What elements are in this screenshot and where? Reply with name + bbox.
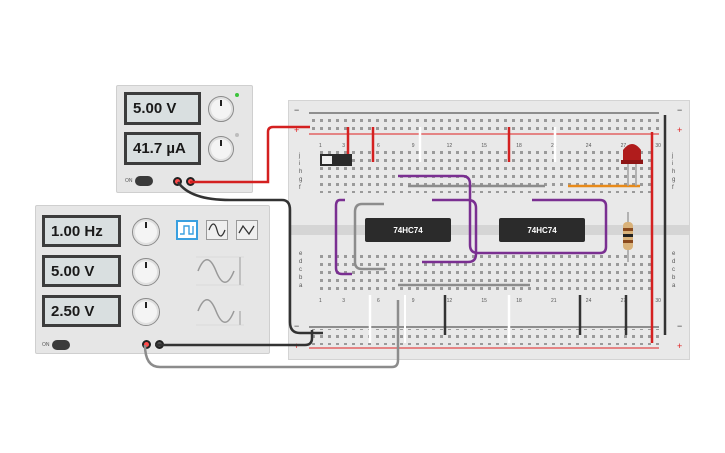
rail-plus-bottom-right: + — [677, 341, 683, 351]
fg-power-switch[interactable]: ON — [42, 340, 72, 350]
column-number: 6 — [377, 298, 380, 304]
function-generator: 1.00 Hz 5.00 V 2.50 V ON — [35, 205, 270, 354]
column-number: 24 — [585, 143, 592, 149]
dc-on-label: ON — [125, 178, 133, 184]
rail-minus-top-right: − — [677, 105, 683, 115]
square-wave-icon — [180, 225, 194, 235]
column-number: 3 — [342, 298, 345, 304]
column-number: 18 — [516, 143, 522, 149]
row-label-b: b — [299, 275, 303, 281]
column-number: 21 — [551, 298, 557, 304]
breadboard-holes — [289, 112, 689, 349]
dc-power-supply: 5.00 V 41.7 µA ON — [116, 85, 253, 193]
column-number: 9 — [411, 298, 415, 304]
sine-wave-icon — [208, 223, 226, 237]
column-number: 15 — [481, 143, 487, 149]
column-number: 30 — [655, 298, 661, 304]
offset-knob[interactable] — [132, 298, 160, 326]
column-number: 27 — [620, 298, 627, 304]
row-label-f: f — [299, 185, 301, 191]
amplitude-diagram-icon — [196, 256, 244, 286]
row-label-a: a — [672, 283, 676, 289]
rail-plus-top-right: + — [677, 125, 683, 135]
fg-positive-terminal[interactable] — [142, 340, 151, 349]
rail-plus-bottom-left: + — [294, 341, 300, 351]
row-label-b: b — [672, 275, 676, 281]
fg-switch-toggle[interactable] — [52, 340, 70, 350]
offset-diagram-icon — [196, 299, 244, 326]
row-label-h: h — [672, 169, 676, 175]
row-label-g: g — [299, 177, 303, 183]
column-number: 18 — [516, 298, 522, 304]
column-number: 3 — [342, 143, 345, 149]
rail-minus-bottom-right: − — [677, 321, 683, 331]
rail-plus-top-left: + — [294, 125, 300, 135]
triangle-wave-icon — [238, 224, 255, 236]
dc-switch-toggle[interactable] — [135, 176, 153, 186]
column-number: 1 — [319, 143, 322, 149]
dc-negative-terminal[interactable] — [173, 177, 182, 186]
row-label-j: j — [299, 153, 301, 159]
sine-wave-button[interactable] — [206, 220, 228, 240]
column-number: 6 — [377, 143, 380, 149]
row-label-i: i — [672, 161, 674, 167]
voltage-display: 5.00 V — [124, 92, 201, 125]
column-number: 1 — [319, 298, 322, 304]
current-display: 41.7 µA — [124, 132, 201, 165]
column-number: 12 — [446, 143, 453, 149]
row-label-e: e — [299, 251, 303, 257]
cc-indicator-icon — [235, 133, 239, 137]
row-label-h: h — [299, 169, 303, 175]
dc-power-switch[interactable]: ON — [125, 176, 155, 186]
frequency-knob[interactable] — [132, 218, 160, 246]
fg-negative-terminal[interactable] — [155, 340, 164, 349]
voltage-knob[interactable] — [208, 96, 234, 122]
chip-74hc74-left[interactable]: 74HC74 — [365, 218, 451, 242]
amplitude-knob[interactable] — [132, 258, 160, 286]
rail-minus-top-left: − — [294, 105, 300, 115]
column-number: 12 — [446, 298, 453, 304]
rail-minus-bottom-left: − — [294, 321, 300, 331]
column-number: 21 — [551, 143, 557, 149]
row-label-j: j — [672, 153, 674, 159]
square-wave-button[interactable] — [176, 220, 198, 240]
column-number: 27 — [620, 143, 627, 149]
triangle-wave-button[interactable] — [236, 220, 258, 240]
row-label-c: c — [672, 267, 675, 273]
cv-indicator-icon — [235, 93, 239, 97]
current-knob[interactable] — [208, 136, 234, 162]
amplitude-display: 5.00 V — [42, 255, 121, 287]
row-label-d: d — [299, 259, 303, 265]
column-number: 9 — [411, 143, 415, 149]
column-number: 30 — [655, 143, 661, 149]
row-label-e: e — [672, 251, 676, 257]
row-label-i: i — [299, 161, 301, 167]
offset-display: 2.50 V — [42, 295, 121, 327]
row-label-d: d — [672, 259, 676, 265]
fg-on-label: ON — [42, 342, 50, 348]
row-label-a: a — [299, 283, 303, 289]
column-number: 24 — [585, 298, 592, 304]
frequency-display: 1.00 Hz — [42, 215, 121, 247]
row-label-f: f — [672, 185, 674, 191]
row-label-g: g — [672, 177, 676, 183]
column-number: 15 — [481, 298, 487, 304]
row-label-c: c — [299, 267, 302, 273]
chip-74hc74-right[interactable]: 74HC74 — [499, 218, 585, 242]
dc-positive-terminal[interactable] — [186, 177, 195, 186]
